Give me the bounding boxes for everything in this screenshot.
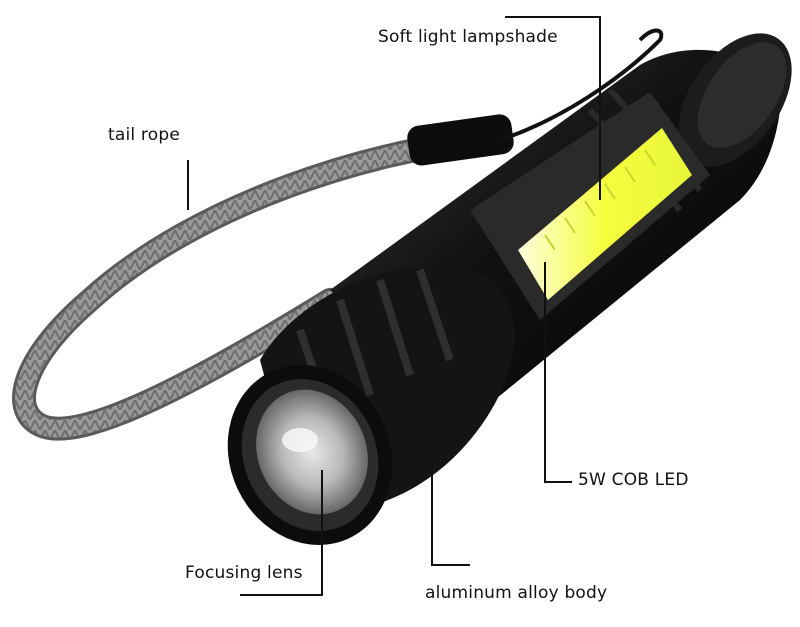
callout-lines <box>187 16 601 596</box>
focusing-lens <box>256 389 368 515</box>
label-soft-light-lampshade: Soft light lampshade <box>378 27 558 47</box>
flashlight-body <box>227 33 792 545</box>
label-focusing-lens: Focusing lens <box>185 563 303 583</box>
tail-rope <box>12 28 664 441</box>
label-tail-rope: tail rope <box>108 125 180 145</box>
label-aluminum-alloy-body: aluminum alloy body <box>425 583 608 603</box>
label-cob-led: 5W COB LED <box>578 470 689 490</box>
cob-led-panel <box>518 128 692 300</box>
